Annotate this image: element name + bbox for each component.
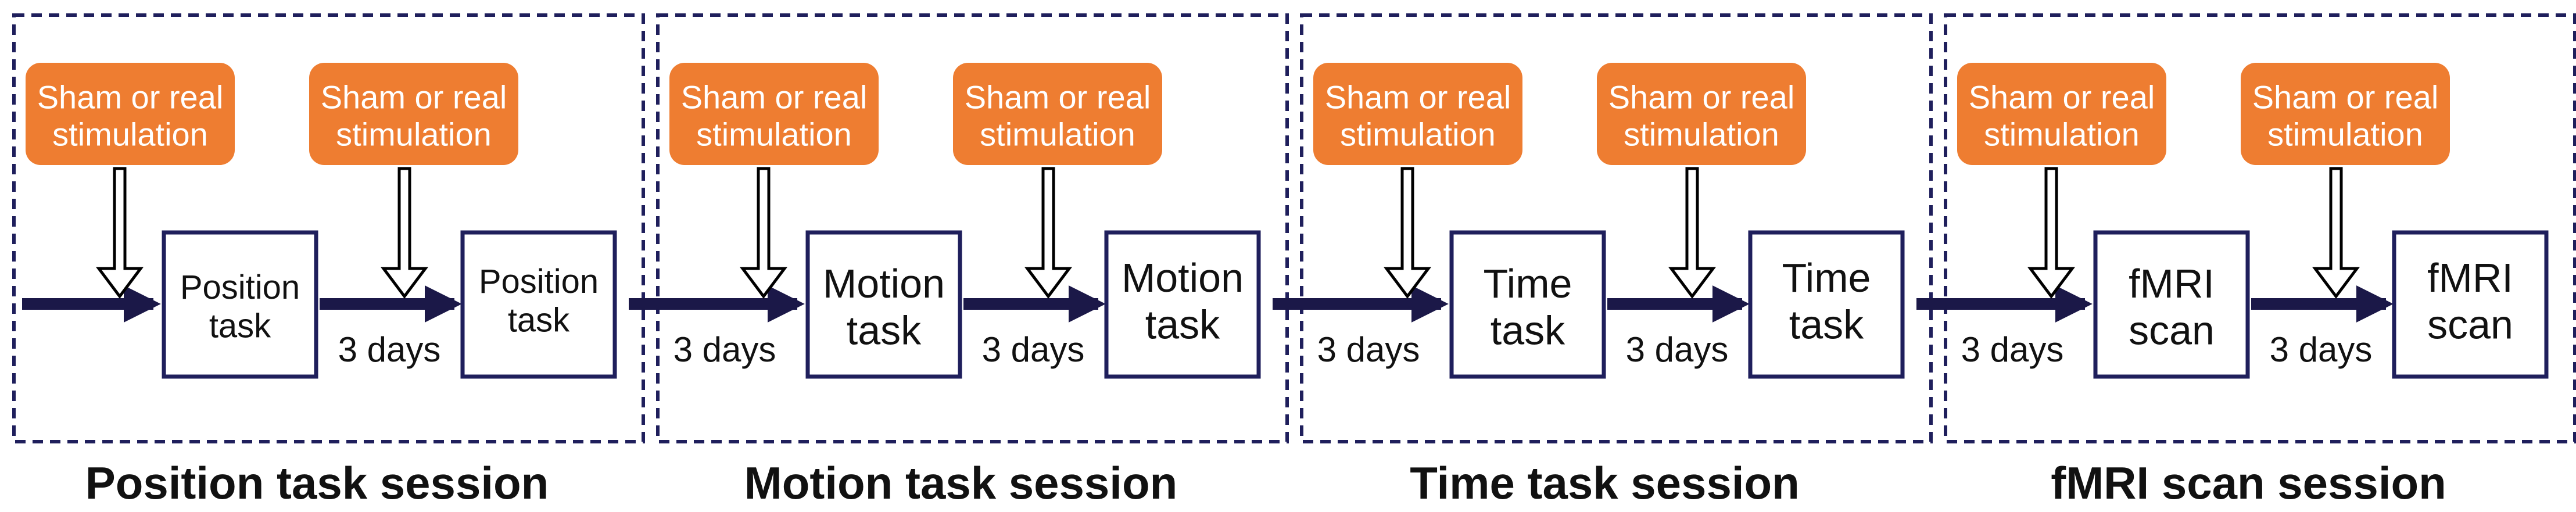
stimulation-arrow	[1024, 167, 1072, 299]
stimulation-pill	[309, 63, 518, 165]
session-frame	[12, 13, 645, 443]
session-title: Time task session	[1410, 457, 1800, 509]
session-title: Motion task session	[744, 457, 1178, 509]
stimulation-pill	[1313, 63, 1522, 165]
stimulation-arrow	[96, 167, 144, 299]
task-box	[2093, 230, 2250, 379]
session-frame	[1944, 13, 2576, 443]
stimulation-arrow	[2027, 167, 2075, 299]
stimulation-arrow	[381, 167, 428, 299]
interval-label: 3 days	[982, 330, 1085, 369]
stimulation-arrow	[1668, 167, 1716, 299]
stimulation-pill	[2241, 63, 2450, 165]
stimulation-pill	[1597, 63, 1806, 165]
stimulation-pill	[26, 63, 235, 165]
interval-label: 3 days	[1961, 330, 2064, 369]
stimulation-arrow	[1384, 167, 1431, 299]
interval-label: 3 days	[338, 330, 441, 369]
session-title: fMRI scan session	[2051, 457, 2446, 509]
interval-label: 3 days	[1626, 330, 1729, 369]
task-box	[1748, 230, 1905, 379]
stimulation-pill	[669, 63, 879, 165]
stimulation-pill	[1957, 63, 2166, 165]
interval-label: 3 days	[1317, 330, 1420, 369]
stimulation-arrow	[740, 167, 787, 299]
stimulation-arrow	[2312, 167, 2360, 299]
task-box	[1449, 230, 1606, 379]
task-box	[805, 230, 962, 379]
task-box	[460, 230, 617, 379]
interval-label: 3 days	[673, 330, 776, 369]
stimulation-pill	[953, 63, 1162, 165]
session-title: Position task session	[85, 457, 549, 509]
session-frame	[1300, 13, 1933, 443]
task-box	[1104, 230, 1261, 379]
session-frame	[656, 13, 1289, 443]
interval-label: 3 days	[2270, 330, 2373, 369]
task-box	[162, 230, 318, 379]
task-box	[2392, 230, 2549, 379]
